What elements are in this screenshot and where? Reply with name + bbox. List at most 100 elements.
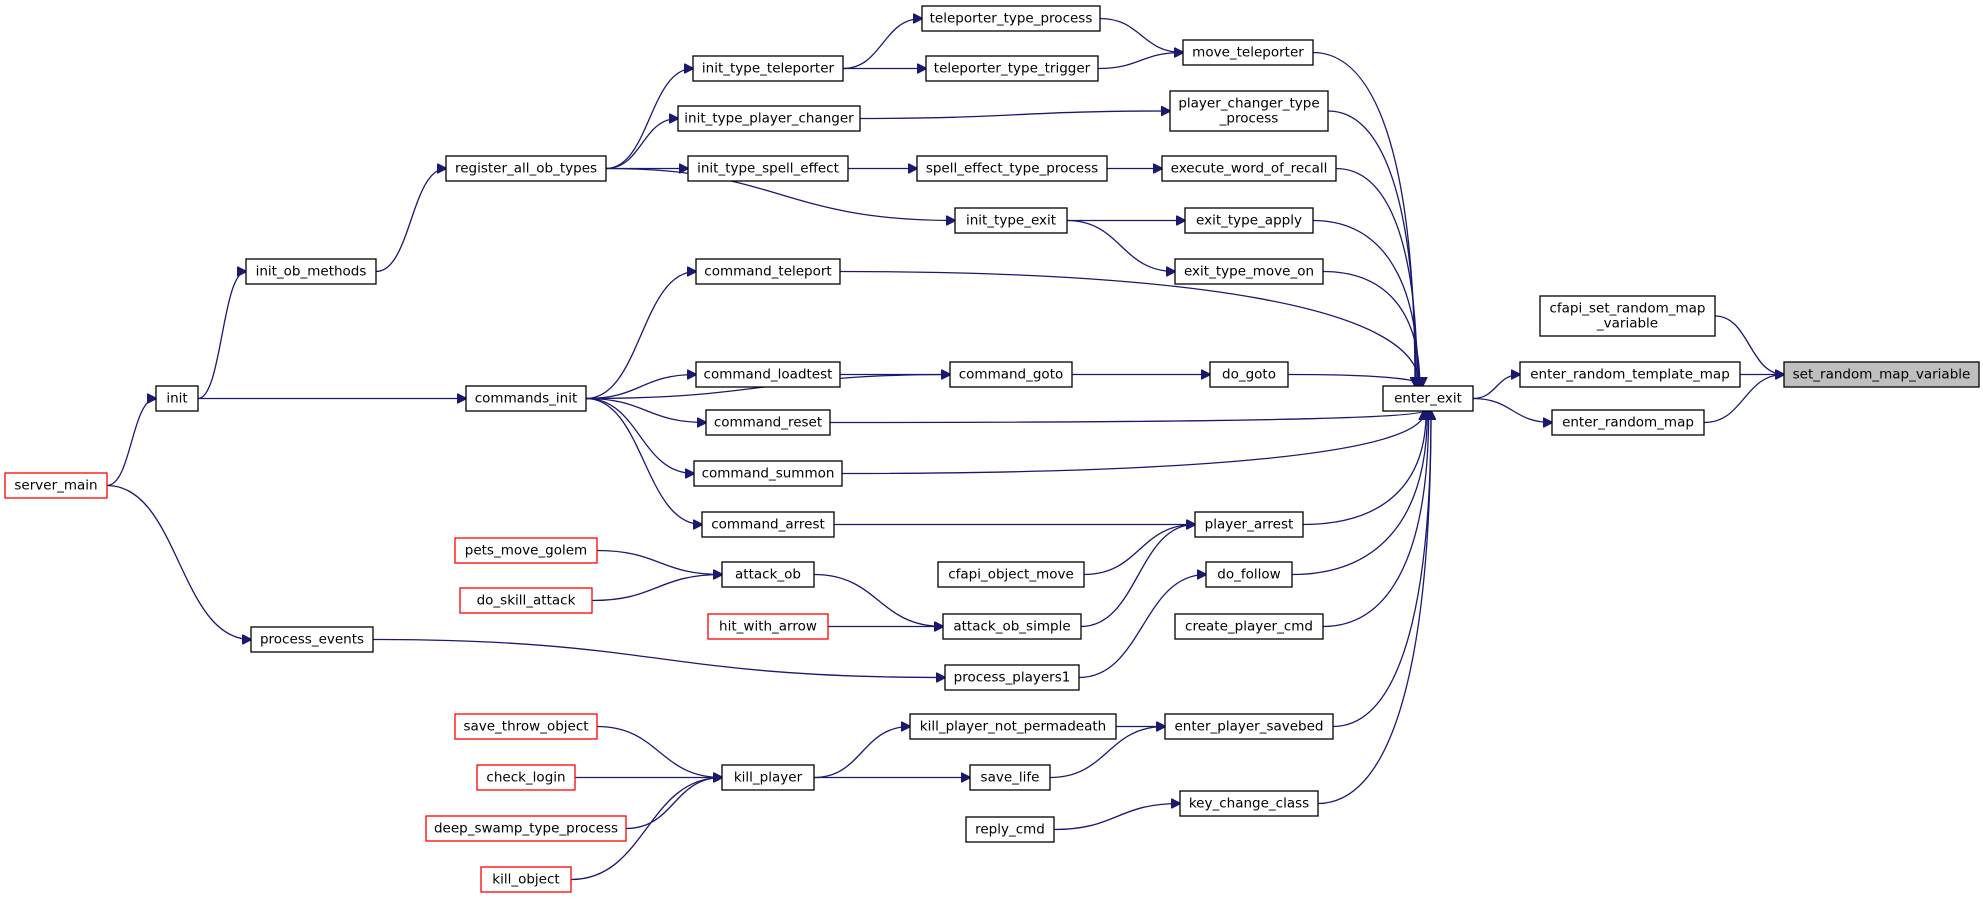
node-label: exit_type_move_on — [1184, 264, 1314, 280]
edge-init-to-init_ob_methods — [197, 272, 246, 400]
node-check_login[interactable]: check_login — [476, 764, 576, 791]
edge-cfapi_object_move-to-player_arrest — [1083, 525, 1195, 576]
node-server_main[interactable]: server_main — [4, 472, 108, 499]
node-kill_player[interactable]: kill_player — [721, 764, 815, 791]
node-enter_random_template_map[interactable]: enter_random_template_map — [1519, 361, 1741, 388]
node-command_arrest[interactable]: command_arrest — [701, 511, 835, 538]
node-enter_exit[interactable]: enter_exit — [1382, 385, 1474, 412]
node-init_type_player_changer[interactable]: init_type_player_changer — [677, 105, 861, 132]
edge-init_type_player_changer-to-player_changer_type_process — [859, 111, 1170, 120]
node-label: command_summon — [702, 466, 835, 482]
node-attack_ob_simple[interactable]: attack_ob_simple — [942, 613, 1082, 640]
edge-attack_ob-to-attack_ob_simple — [813, 573, 943, 627]
edge-cfapi_set_random_map_variable-to-set_random_map_variable — [1714, 315, 1784, 375]
node-label: init_type_spell_effect — [697, 161, 839, 177]
node-init_type_exit[interactable]: init_type_exit — [954, 207, 1068, 234]
node-init_type_teleporter[interactable]: init_type_teleporter — [692, 55, 844, 82]
node-box — [1209, 361, 1289, 388]
node-label: init_type_player_changer — [684, 111, 854, 127]
node-command_goto[interactable]: command_goto — [949, 361, 1073, 388]
node-enter_player_savebed[interactable]: enter_player_savebed — [1164, 713, 1334, 740]
node-exit_type_move_on[interactable]: exit_type_move_on — [1174, 258, 1324, 285]
edge-save_life-to-enter_player_savebed — [1049, 727, 1165, 779]
edge-commands_init-to-command_loadtest — [585, 375, 696, 400]
node-box — [454, 537, 598, 564]
node-player_changer_type_process[interactable]: player_changer_type_process — [1169, 90, 1329, 132]
node-label: attack_ob_simple — [953, 619, 1070, 635]
node-kill_object[interactable]: kill_object — [480, 866, 572, 893]
node-do_skill_attack[interactable]: do_skill_attack — [459, 587, 593, 614]
node-init_type_spell_effect[interactable]: init_type_spell_effect — [687, 155, 849, 182]
node-exit_type_apply[interactable]: exit_type_apply — [1184, 207, 1314, 234]
node-cfapi_object_move[interactable]: cfapi_object_move — [937, 561, 1085, 588]
edge-enter_random_map-to-set_random_map_variable — [1703, 375, 1784, 424]
edge-process_players1-to-do_follow — [1078, 575, 1206, 679]
node-do_follow[interactable]: do_follow — [1205, 561, 1293, 588]
node-label: init_type_exit — [966, 213, 1056, 229]
node-process_players1[interactable]: process_players1 — [944, 664, 1080, 691]
node-deep_swamp_type_process[interactable]: deep_swamp_type_process — [425, 815, 627, 842]
node-enter_random_map[interactable]: enter_random_map — [1551, 409, 1705, 436]
node-init[interactable]: init — [155, 385, 199, 412]
node-kill_player_not_permadeath[interactable]: kill_player_not_permadeath — [909, 713, 1117, 740]
node-box — [969, 764, 1051, 791]
node-command_loadtest[interactable]: command_loadtest — [695, 361, 841, 388]
node-box — [1169, 90, 1329, 132]
node-pets_move_golem[interactable]: pets_move_golem — [454, 537, 598, 564]
node-command_reset[interactable]: command_reset — [705, 409, 831, 436]
node-reply_cmd[interactable]: reply_cmd — [965, 816, 1055, 843]
edge-server_main-to-process_events — [106, 484, 251, 640]
edge-do_skill_attack-to-attack_ob — [591, 575, 722, 602]
node-box — [155, 385, 199, 412]
node-set_random_map_variable[interactable]: set_random_map_variable — [1783, 361, 1980, 388]
node-box — [1174, 613, 1324, 640]
node-hit_with_arrow[interactable]: hit_with_arrow — [707, 613, 829, 640]
edge-process_events-to-process_players1 — [372, 638, 945, 678]
node-command_summon[interactable]: command_summon — [693, 460, 843, 487]
node-label: process_events — [260, 632, 364, 648]
node-commands_init[interactable]: commands_init — [465, 385, 587, 412]
node-command_teleport[interactable]: command_teleport — [695, 258, 841, 285]
node-key_change_class[interactable]: key_change_class — [1179, 790, 1319, 817]
node-teleporter_type_process[interactable]: teleporter_type_process — [921, 5, 1101, 32]
node-cfapi_set_random_map_variable[interactable]: cfapi_set_random_map_variable — [1539, 295, 1716, 337]
node-box — [1194, 511, 1304, 538]
node-label: execute_word_of_recall — [1171, 161, 1328, 177]
node-create_player_cmd[interactable]: create_player_cmd — [1174, 613, 1324, 640]
node-box — [942, 613, 1082, 640]
node-label: hit_with_arrow — [719, 619, 817, 635]
node-process_events[interactable]: process_events — [250, 626, 374, 653]
node-label: _process — [1219, 111, 1279, 127]
node-label: server_main — [14, 478, 97, 494]
node-spell_effect_type_process[interactable]: spell_effect_type_process — [916, 155, 1108, 182]
node-execute_word_of_recall[interactable]: execute_word_of_recall — [1161, 155, 1337, 182]
node-box — [695, 258, 841, 285]
node-label: command_goto — [959, 367, 1064, 383]
node-label: attack_ob — [735, 567, 801, 583]
node-label: save_throw_object — [463, 719, 588, 735]
node-label: command_reset — [714, 415, 822, 431]
node-box — [1184, 207, 1314, 234]
node-label: command_arrest — [711, 517, 825, 533]
node-do_goto[interactable]: do_goto — [1209, 361, 1289, 388]
node-player_arrest[interactable]: player_arrest — [1194, 511, 1304, 538]
edge-player_changer_type_process-to-enter_exit — [1327, 110, 1416, 386]
node-label: deep_swamp_type_process — [434, 821, 618, 837]
node-init_ob_methods[interactable]: init_ob_methods — [245, 258, 377, 285]
node-label: init_type_teleporter — [702, 61, 835, 77]
node-label: teleporter_type_process — [930, 11, 1093, 27]
node-label: command_teleport — [704, 264, 831, 280]
node-label: cfapi_set_random_map — [1549, 301, 1705, 317]
node-attack_ob[interactable]: attack_ob — [721, 561, 815, 588]
node-move_teleporter[interactable]: move_teleporter — [1182, 39, 1314, 66]
node-box — [954, 207, 1068, 234]
node-teleporter_type_trigger[interactable]: teleporter_type_trigger — [925, 55, 1099, 82]
node-save_throw_object[interactable]: save_throw_object — [454, 713, 598, 740]
node-label: kill_player — [734, 770, 803, 786]
node-label: enter_random_map — [1562, 415, 1694, 431]
node-box — [916, 155, 1108, 182]
edge-exit_type_move_on-to-enter_exit — [1322, 270, 1420, 387]
node-register_all_ob_types[interactable]: register_all_ob_types — [445, 155, 607, 182]
node-label: enter_random_template_map — [1530, 367, 1730, 383]
node-save_life[interactable]: save_life — [969, 764, 1051, 791]
